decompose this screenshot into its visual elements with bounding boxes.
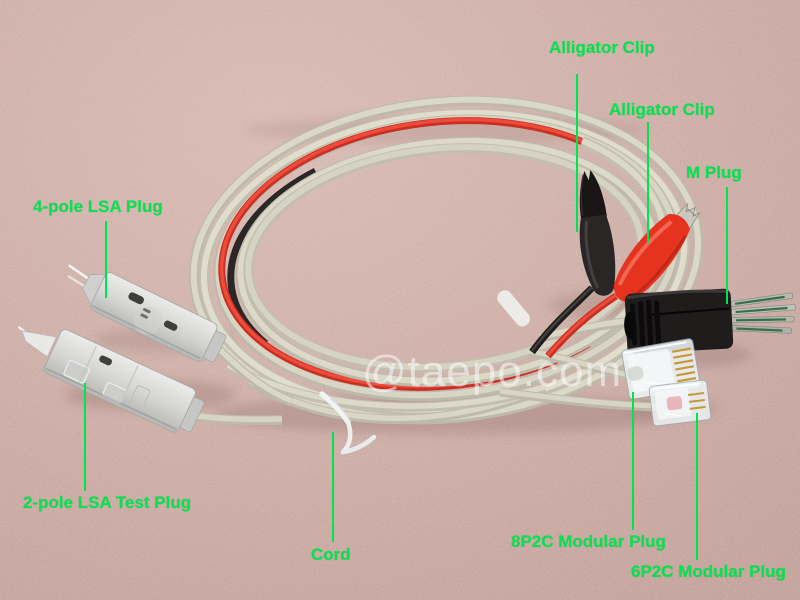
2-pole-lsa-test-plug xyxy=(17,326,205,433)
label-lsa-4-pole: 4-pole LSA Plug xyxy=(33,197,163,216)
label-6p2c-modular-plug: 6P2C Modular Plug xyxy=(631,562,786,581)
6p2c-modular-plug xyxy=(648,379,712,427)
8p2c-modular-plug xyxy=(621,338,701,400)
cable-coil xyxy=(188,95,704,426)
red-alligator-clip xyxy=(613,202,701,302)
leader-line-alligator-clip-top xyxy=(576,74,578,232)
label-8p2c-modular-plug: 8P2C Modular Plug xyxy=(511,532,666,551)
leader-line-8p2c xyxy=(632,392,634,530)
label-lsa-2-pole-test: 2-pole LSA Test Plug xyxy=(23,493,192,512)
leader-line-alligator-clip-mid xyxy=(647,122,649,243)
label-cord: Cord xyxy=(311,545,351,564)
label-m-plug: M Plug xyxy=(686,163,742,182)
leader-line-cord xyxy=(332,432,334,542)
black-alligator-clip xyxy=(579,170,616,296)
watermark: @taepo.com xyxy=(362,347,623,396)
label-alligator-clip-mid: Alligator Clip xyxy=(609,100,715,119)
m-plug-connector xyxy=(624,288,796,354)
label-alligator-clip-top: Alligator Clip xyxy=(549,38,655,57)
leader-line-6p2c xyxy=(696,413,698,560)
leader-line-lsa-2-pole xyxy=(84,383,86,491)
twist-tie xyxy=(319,290,530,455)
4-pole-lsa-plug xyxy=(67,264,227,363)
leader-line-m-plug xyxy=(726,187,728,304)
leader-line-lsa-4-pole xyxy=(105,221,107,298)
